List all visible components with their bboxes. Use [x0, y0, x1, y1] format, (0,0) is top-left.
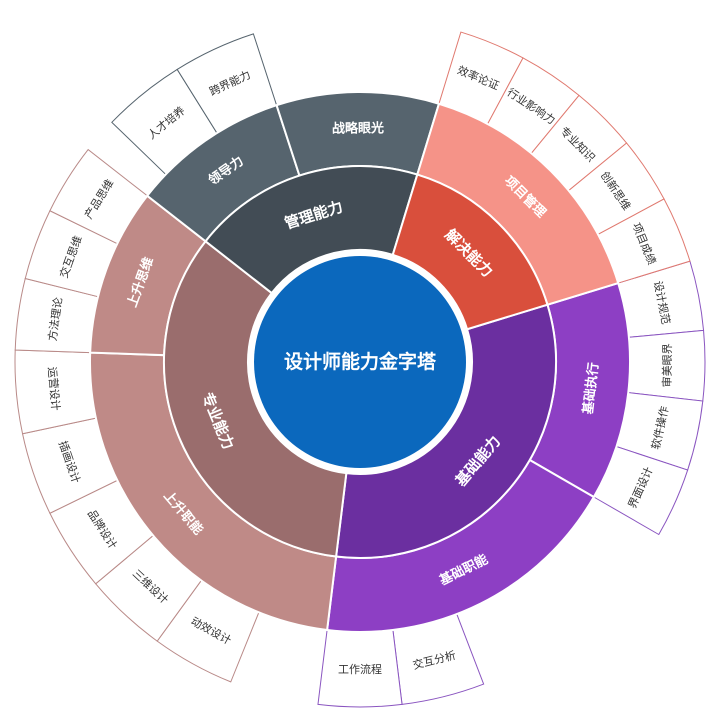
skill-label: 方法理论 — [45, 296, 65, 342]
skill-label: 工作流程 — [338, 662, 382, 676]
skill-label: 运营设计 — [45, 366, 63, 411]
subgroup-label: 基础执行 — [580, 362, 602, 416]
subgroup-label: 战略眼光 — [332, 120, 384, 136]
skill-label: 审美眼界 — [660, 343, 674, 387]
group-sector — [391, 173, 549, 331]
diagram-title: 设计师能力金字塔 — [284, 350, 437, 373]
center-hub: 设计师能力金字塔 — [248, 250, 472, 474]
outer-ring-skills: 设计规范审美眼界软件操作界面设计交互分析工作流程动效设计三维设计品牌设计插画设计… — [14, 31, 706, 708]
group-sector — [334, 303, 558, 559]
center-hub-core — [254, 256, 466, 468]
